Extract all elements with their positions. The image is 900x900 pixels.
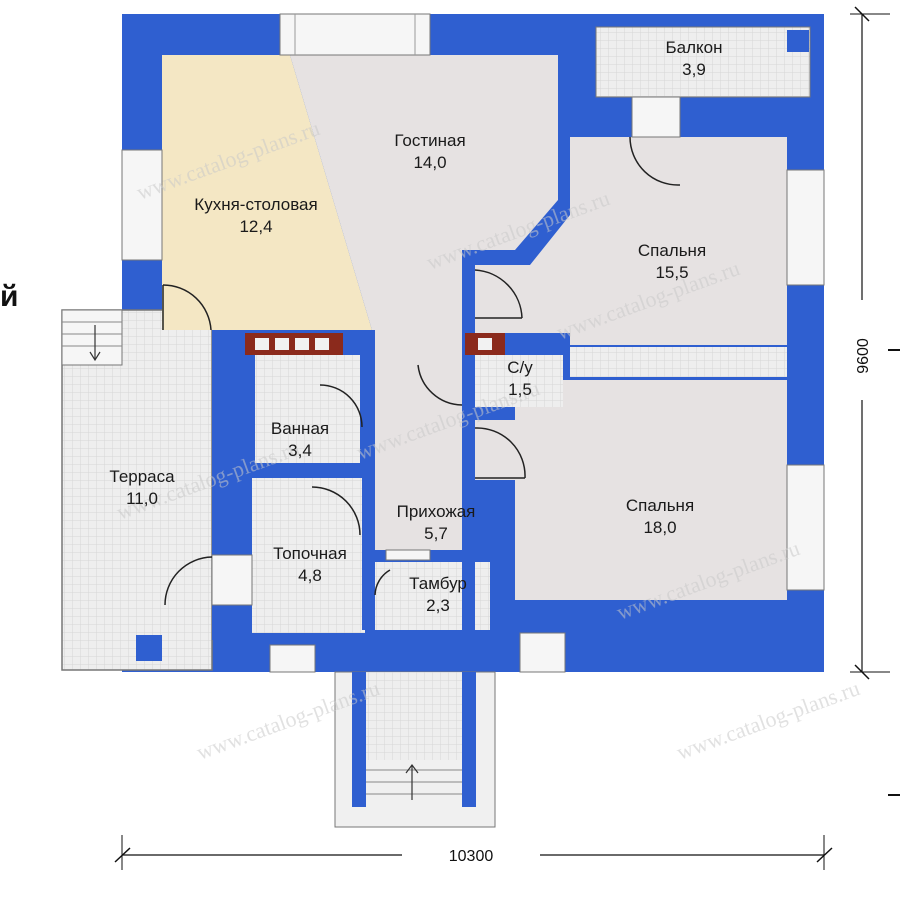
svg-text:Топочная: Топочная: [273, 544, 347, 563]
bath-floor: [255, 355, 360, 463]
window: [786, 169, 825, 286]
door: [474, 427, 526, 479]
window: [786, 464, 825, 591]
living-floor: [290, 55, 558, 330]
boiler-floor: [250, 478, 365, 633]
svg-text:5,7: 5,7: [424, 524, 448, 543]
room-bedroom-2: Спальня 18,0: [626, 496, 694, 537]
bedroom2-floor: [515, 380, 787, 600]
door: [319, 384, 363, 428]
svg-text:С/у: С/у: [507, 358, 533, 377]
svg-text:3,9: 3,9: [682, 60, 706, 79]
svg-text:1,5: 1,5: [508, 380, 532, 399]
window: [519, 632, 566, 673]
svg-text:18,0: 18,0: [643, 518, 676, 537]
door: [474, 269, 523, 319]
room-balcony: Балкон 3,9: [665, 38, 722, 79]
svg-text:2,3: 2,3: [426, 596, 450, 615]
window: [121, 149, 163, 261]
window: [269, 644, 316, 673]
room-vestibule: Тамбур 2,3: [409, 574, 467, 615]
room-wc: С/у 1,5: [507, 358, 533, 399]
svg-text:Балкон: Балкон: [665, 38, 722, 57]
door: [417, 364, 463, 406]
balcony-floor: [595, 26, 811, 98]
room-terrace: Терраса 11,0: [109, 467, 175, 508]
room-bath: Ванная 3,4: [271, 419, 329, 460]
svg-text:Гостиная: Гостиная: [394, 131, 465, 150]
svg-text:10300: 10300: [449, 848, 494, 865]
cropped-title-fragment: й: [0, 280, 18, 313]
svg-text:9600: 9600: [855, 338, 872, 374]
terrace-stairs: [61, 309, 123, 366]
window: [279, 13, 431, 56]
kitchen-floor: [162, 55, 372, 330]
svg-text:4,8: 4,8: [298, 566, 322, 585]
svg-text:Прихожая: Прихожая: [397, 502, 476, 521]
room-hall: Прихожая 5,7: [397, 502, 476, 543]
svg-text:Тамбур: Тамбур: [409, 574, 467, 593]
window: [211, 554, 253, 606]
svg-text:Спальня: Спальня: [626, 496, 694, 515]
svg-text:Кухня-столовая: Кухня-столовая: [194, 195, 317, 214]
svg-text:14,0: 14,0: [413, 153, 446, 172]
watermark: www.catalog-plans.ru: [673, 675, 863, 764]
bedroom1-floor: [475, 137, 787, 345]
svg-text:3,4: 3,4: [288, 441, 312, 460]
balcony-door: [631, 96, 681, 138]
door: [629, 136, 681, 186]
door: [311, 486, 361, 536]
wc-floor: [475, 355, 563, 407]
door: [164, 556, 213, 606]
dimension-height: 9600: [850, 6, 900, 796]
room-living: Гостиная 14,0: [394, 131, 465, 172]
door: [162, 284, 212, 331]
svg-text:Спальня: Спальня: [638, 241, 706, 260]
room-bedroom-1: Спальня 15,5: [638, 241, 706, 282]
door: [374, 569, 391, 596]
room-kitchen: Кухня-столовая 12,4: [194, 195, 317, 236]
svg-text:Ванная: Ванная: [271, 419, 329, 438]
terrace-post: [136, 635, 162, 661]
svg-text:15,5: 15,5: [655, 263, 688, 282]
svg-text:12,4: 12,4: [239, 217, 272, 236]
terrace-floor: [61, 309, 213, 671]
room-boiler: Топочная 4,8: [273, 544, 347, 585]
svg-text:Терраса: Терраса: [109, 467, 175, 486]
dimension-width: 10300: [114, 835, 833, 870]
svg-text:11,0: 11,0: [126, 489, 158, 508]
